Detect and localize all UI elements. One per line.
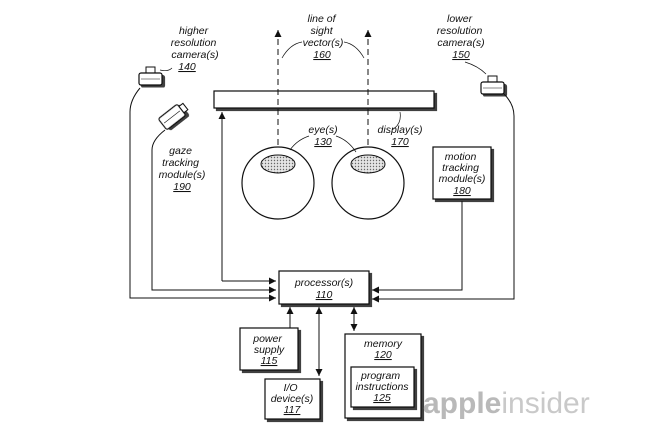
program-instructions-box xyxy=(350,366,415,408)
higher-camera-label: higher resolution camera(s) xyxy=(171,25,219,61)
display-bar xyxy=(213,90,435,109)
processor-box xyxy=(278,270,370,305)
connector-lower-camera xyxy=(372,93,515,303)
leader-line-of-sight-right xyxy=(343,41,365,59)
processor-ref: 110 xyxy=(316,289,333,301)
gaze-ref: 190 xyxy=(173,181,191,193)
lower-camera-ref: 150 xyxy=(452,49,470,61)
leader-display xyxy=(391,111,401,131)
leader-eye-left xyxy=(289,135,310,151)
program-ref: 125 xyxy=(373,392,391,404)
watermark-brand-light: insider xyxy=(501,387,589,420)
io-device-box xyxy=(264,378,321,420)
eye-ref: 130 xyxy=(314,136,332,148)
watermark-logo: appleinsider xyxy=(423,387,590,420)
eye-left-pupil xyxy=(260,154,296,174)
display-label: display(s) xyxy=(378,124,423,136)
gaze-module-icon xyxy=(158,102,189,130)
connector-gaze xyxy=(151,129,276,294)
io-label: I/O device(s) xyxy=(271,382,314,405)
io-ref: 117 xyxy=(284,404,302,416)
processor-label: processor(s) xyxy=(294,277,353,289)
eye-right xyxy=(331,146,405,220)
power-label: power supply xyxy=(252,333,285,356)
motion-ref: 180 xyxy=(453,185,471,197)
higher-camera-ref: 140 xyxy=(178,61,196,73)
eye-label: eye(s) xyxy=(308,124,337,136)
leader-lower-camera xyxy=(464,61,487,75)
program-label: program instructions xyxy=(355,370,409,393)
display-ref: 170 xyxy=(391,136,409,148)
eye-right-pupil xyxy=(350,154,386,174)
memory-ref: 120 xyxy=(374,349,392,361)
gaze-label: gaze tracking module(s) xyxy=(159,145,206,181)
leader-eye-right xyxy=(335,135,357,153)
power-ref: 115 xyxy=(261,355,278,367)
leader-higher-camera xyxy=(159,67,173,72)
power-supply-box xyxy=(239,327,299,371)
line-of-sight-ref: 160 xyxy=(313,49,331,61)
motion-label: motion tracking module(s) xyxy=(439,151,486,185)
eye-left xyxy=(241,146,315,220)
lower-camera-label: lower resolution camera(s) xyxy=(437,13,485,49)
connector-higher-camera xyxy=(129,87,276,302)
higher-camera-icon xyxy=(138,66,163,86)
watermark-brand-bold: apple xyxy=(423,387,501,420)
memory-label: memory xyxy=(364,338,403,350)
connector-motion xyxy=(372,201,463,294)
leader-line-of-sight-left xyxy=(281,41,303,59)
motion-tracking-box xyxy=(432,146,492,200)
lower-camera-icon xyxy=(480,75,505,95)
line-of-sight-label: line of sight vector(s) xyxy=(303,13,344,49)
